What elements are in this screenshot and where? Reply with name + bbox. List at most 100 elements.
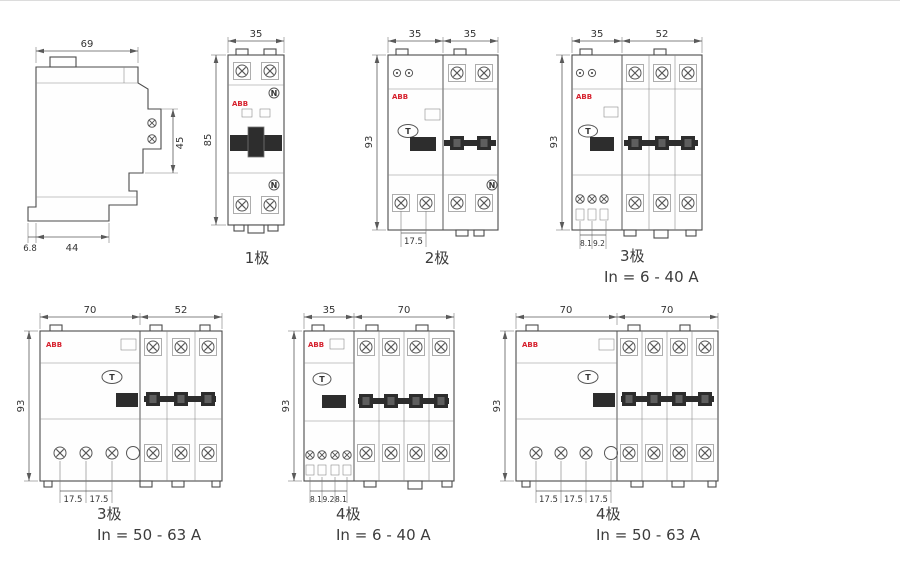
toggle-lever	[116, 392, 216, 407]
dim-label: 70	[560, 305, 573, 316]
dim-label: 8.1	[335, 495, 347, 504]
neutral-mark: N	[486, 179, 498, 191]
dim-width-1: 35 70	[303, 305, 455, 329]
dim-width-1: 35 35	[387, 29, 499, 53]
caption-1pole: 1极	[224, 248, 290, 269]
dim-label: 9.2	[593, 239, 605, 248]
svg-text:T: T	[585, 373, 591, 382]
brand-label: ABB	[308, 341, 324, 349]
dim-label: 93	[492, 400, 503, 413]
brand-label: ABB	[232, 100, 248, 108]
caption-text: 3极	[97, 505, 122, 523]
dim-label: 52	[656, 29, 669, 40]
dim-height: 93	[364, 54, 386, 231]
dim-label: 17.5	[64, 495, 83, 505]
dim-height: 93	[281, 330, 302, 482]
test-button: T	[101, 370, 123, 384]
test-button: T	[312, 372, 332, 386]
dim-bottom: 17.5 17.5	[59, 461, 113, 505]
dim-bottom: 8.1 9.2	[579, 221, 607, 249]
dim-label: 35	[250, 29, 263, 40]
terminal-screw	[579, 446, 593, 460]
toggle-lever-side	[49, 56, 77, 68]
dim-label: 85	[203, 134, 214, 147]
svg-text:T: T	[109, 373, 115, 382]
terminal-screw	[147, 134, 157, 144]
din-clip	[247, 224, 265, 234]
svg-text:T: T	[585, 127, 591, 136]
caption-text: 4极	[336, 505, 361, 523]
terminal-screw	[53, 446, 67, 460]
brand-label: ABB	[576, 93, 592, 101]
dim-side-right: 45	[145, 108, 186, 174]
terminal-screw	[305, 450, 315, 460]
4pole-a-drawing: ABB T	[281, 305, 455, 504]
terminal-screw	[587, 194, 597, 204]
dim-label: 35	[409, 29, 422, 40]
test-button: T	[578, 124, 598, 138]
dim-label: 17.5	[589, 495, 608, 505]
dim-width-1: 35 52	[571, 29, 703, 53]
brand-label: ABB	[392, 93, 408, 101]
2pole-drawing: ABB T N 35 35	[364, 29, 499, 247]
svg-text:N: N	[489, 181, 496, 190]
brand-label: ABB	[46, 341, 62, 349]
neutral-mark: N	[268, 179, 280, 191]
din-clip	[407, 480, 423, 490]
caption-text: 4极	[596, 505, 621, 523]
dim-label: 52	[175, 305, 188, 316]
caption-3pole-b: 3极 In = 50 - 63 A	[97, 504, 201, 546]
din-clip	[671, 480, 685, 488]
breaker-body: ABB T	[515, 324, 719, 488]
dim-width: 35	[227, 29, 285, 53]
figure-3pole-b: ABB T	[16, 299, 260, 564]
brand-label: ABB	[522, 341, 538, 349]
terminal-screw	[342, 450, 352, 460]
dim-width-1: 70 52	[39, 305, 223, 329]
caption-2pole: 2极	[404, 248, 470, 269]
dim-height: 93	[16, 330, 38, 482]
toggle-lever	[593, 392, 714, 407]
dim-label: 8.1	[310, 495, 322, 504]
dim-label: 70	[84, 305, 97, 316]
toggle-lever	[322, 394, 449, 408]
terminal-screw	[147, 118, 157, 128]
terminal-screw	[529, 446, 543, 460]
dim-label: 9.2	[323, 495, 335, 504]
dim-label: 17.5	[90, 495, 109, 505]
neutral-mark: N	[268, 87, 280, 99]
dim-height: 85	[203, 54, 226, 226]
dim-label: 70	[661, 305, 674, 316]
figure-3pole-a: ABB T	[549, 27, 744, 277]
dim-label: 93	[364, 136, 375, 149]
figure-4pole-a: ABB T	[281, 299, 471, 564]
3pole-b-drawing: ABB T	[16, 305, 223, 505]
dim-height: 93	[549, 54, 570, 231]
din-clip	[171, 480, 185, 488]
3pole-a-drawing: ABB T	[549, 29, 703, 249]
caption-4pole-a: 4极 In = 6 - 40 A	[336, 504, 431, 546]
figure-2pole: ABB T N 35 35	[364, 27, 523, 277]
breaker-body	[27, 56, 162, 222]
dim-label: 93	[281, 400, 292, 413]
terminal-screw	[575, 194, 585, 204]
dim-label: 69	[81, 39, 94, 50]
side-view-drawing: 69 6.8 44 45	[23, 39, 186, 254]
dim-height: 93	[492, 330, 514, 482]
breaker-body: ABB T	[303, 324, 455, 490]
caption-subtext: In = 50 - 63 A	[596, 526, 701, 544]
caption-text: 1极	[244, 249, 270, 267]
dim-bottom: 17.5 17.5 17.5	[535, 461, 612, 505]
dim-label: 35	[464, 29, 477, 40]
toggle-lever	[410, 136, 496, 151]
test-button: T	[577, 370, 599, 384]
terminal-screw	[599, 194, 609, 204]
dim-label: 6.8	[23, 244, 37, 254]
dim-label: 17.5	[404, 237, 423, 247]
toggle-lever	[590, 136, 698, 151]
4pole-b-drawing: ABB T	[492, 305, 719, 505]
figure-4pole-b: ABB T	[492, 299, 746, 564]
dim-label: 17.5	[539, 495, 558, 505]
breaker-body: ABB T N	[387, 48, 499, 237]
